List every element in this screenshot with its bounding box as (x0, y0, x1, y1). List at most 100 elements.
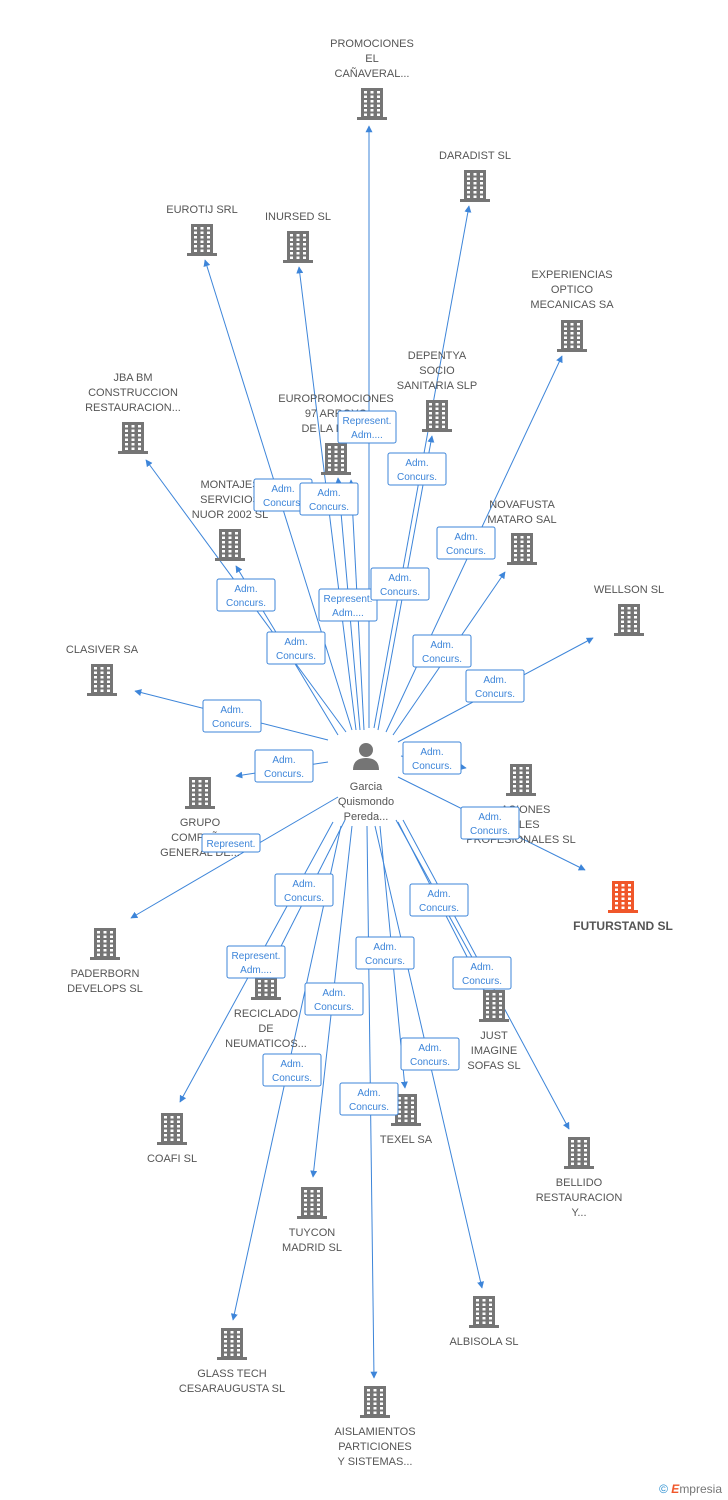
relation-badge-text: Adm. (220, 705, 243, 716)
company-node-coafi[interactable]: COAFI SL (147, 1113, 197, 1165)
company-node-reciclado[interactable]: RECICLADO DE NEUMATICOS... (225, 968, 307, 1050)
relation-badge-text: Concurs. (475, 689, 515, 700)
relation-badge[interactable]: Adm.Concurs. (409, 883, 469, 917)
relation-badge[interactable]: Adm.Concurs. (355, 936, 415, 970)
company-label-line: SOCIO (419, 365, 455, 377)
company-node-texel[interactable]: TEXEL SA (380, 1094, 433, 1146)
badges-layer: Represent.Adm....Adm.Concurs.Adm.Concurs… (201, 410, 525, 1116)
relation-badge[interactable]: Adm.Concurs. (266, 631, 326, 665)
relation-badge-text: Concurs. (470, 826, 510, 837)
footer-brand[interactable]: © Empresia (659, 1482, 722, 1496)
company-label-line: COAFI SL (147, 1153, 197, 1165)
building-icon (422, 400, 452, 432)
relation-badge[interactable]: Adm.Concurs. (387, 452, 447, 486)
relation-badge-text: Concurs. (422, 654, 462, 665)
company-label-line: GRUPO (180, 817, 221, 829)
building-icon (217, 1328, 247, 1360)
company-node-jba[interactable]: JBA BMCONSTRUCCIONRESTAURACION... (85, 372, 181, 454)
building-icon (360, 1386, 390, 1418)
company-node-novafusta[interactable]: NOVAFUSTA MATARO SAL (487, 499, 557, 565)
company-node-eurotij[interactable]: EUROTIJ SRL (166, 204, 238, 256)
building-icon (479, 990, 509, 1022)
relation-badge[interactable]: Represent. (201, 833, 261, 853)
company-label-line: MONTAJES (200, 479, 259, 491)
company-label-line: DE (258, 1023, 273, 1035)
company-label-line: EUROPROMOCIONES (278, 393, 394, 405)
relation-badge-text: Adm. (280, 1059, 303, 1070)
company-label-line: NEUMATICOS... (225, 1038, 307, 1050)
building-icon (357, 88, 387, 120)
person-icon (353, 743, 379, 770)
building-icon (391, 1094, 421, 1126)
relation-badge[interactable]: Adm. Concurs. (262, 1053, 322, 1087)
company-node-albisola[interactable]: ALBISOLA SL (449, 1296, 519, 1348)
company-node-clasiver[interactable]: CLASIVER SA (66, 644, 139, 696)
relation-badge[interactable]: Adm.Concurs. (254, 749, 314, 783)
company-label-line: FUTURSTAND SL (573, 919, 673, 933)
relation-badge-text: Adm.... (240, 965, 272, 976)
building-icon (557, 320, 587, 352)
relation-badge[interactable]: Adm.Concurs. (436, 526, 496, 560)
relation-badge[interactable]: Adm. Concurs. (452, 956, 512, 990)
company-node-inursed[interactable]: INURSED SL (265, 211, 331, 263)
company-node-daradist[interactable]: DARADIST SL (439, 150, 511, 202)
relation-badge-text: Adm. (234, 584, 257, 595)
relation-badge-text: Adm. (405, 458, 428, 469)
relation-badge[interactable]: Represent.Adm.... (318, 588, 378, 622)
relation-badge-text: Concurs. (380, 587, 420, 598)
relation-badge[interactable]: Adm.Concurs. (304, 982, 364, 1016)
relation-badge[interactable]: Adm.Concurs. (402, 741, 462, 775)
relation-badge[interactable]: Adm.Concurs. (465, 669, 525, 703)
building-icon (185, 777, 215, 809)
person-name-line: Pereda... (344, 811, 389, 823)
company-label-line: MATARO SAL (487, 514, 556, 526)
building-icon (215, 529, 245, 561)
company-label-line: JBA BM (113, 372, 152, 384)
relation-badge[interactable]: Adm.Concurs. (370, 567, 430, 601)
building-icon (187, 224, 217, 256)
company-label-line: NOVAFUSTA (489, 499, 555, 511)
relation-badge[interactable]: Represent.Adm.... (337, 410, 397, 444)
relation-badge[interactable]: Adm.Concurs. (400, 1037, 460, 1071)
relation-badge-text: Concurs. (272, 1073, 312, 1084)
company-node-promociones[interactable]: PROMOCIONESELCAÑAVERAL... (330, 38, 414, 120)
relation-badge-text: Adm. (478, 812, 501, 823)
building-icon (297, 1187, 327, 1219)
relation-badge[interactable]: Adm.Concurs. (202, 699, 262, 733)
relation-badge-text: Concurs. (412, 761, 452, 772)
building-icon (460, 170, 490, 202)
relation-badge-text: Concurs. (276, 651, 316, 662)
relation-badge-text: Adm. (430, 640, 453, 651)
company-label-line: TUYCON (289, 1227, 336, 1239)
relation-badge[interactable]: Adm.Concurs. (274, 873, 334, 907)
relation-badge[interactable]: Adm.Concurs. (299, 482, 359, 516)
relation-badge[interactable]: Adm. Concurs. (460, 806, 520, 840)
company-node-wellson[interactable]: WELLSON SL (594, 584, 664, 636)
relation-badge-text: Concurs. (462, 976, 502, 987)
relation-badge[interactable]: Adm. Concurs. (216, 578, 276, 612)
company-node-futurstand[interactable]: FUTURSTAND SL (573, 881, 673, 933)
relation-badge-text: Adm. (454, 532, 477, 543)
company-node-bellido[interactable]: BELLIDORESTAURACIONY... (536, 1137, 623, 1219)
company-label-line: RECICLADO (234, 1008, 299, 1020)
relation-badge[interactable]: Represent.Adm.... (226, 945, 286, 979)
relation-badge-text: Adm. (470, 962, 493, 973)
relation-badge-text: Concurs. (314, 1002, 354, 1013)
center-person-node[interactable]: GarciaQuismondoPereda... (338, 743, 394, 823)
company-label-line: TEXEL SA (380, 1134, 433, 1146)
brand-initial: E (671, 1482, 680, 1496)
relation-badge-text: Concurs. (365, 956, 405, 967)
relation-badge[interactable]: Adm.Concurs. (339, 1082, 399, 1116)
relation-badge-text: Concurs. (226, 598, 266, 609)
relation-badge[interactable]: Adm. Concurs. (412, 634, 472, 668)
relation-badge-text: Represent. (343, 416, 392, 427)
